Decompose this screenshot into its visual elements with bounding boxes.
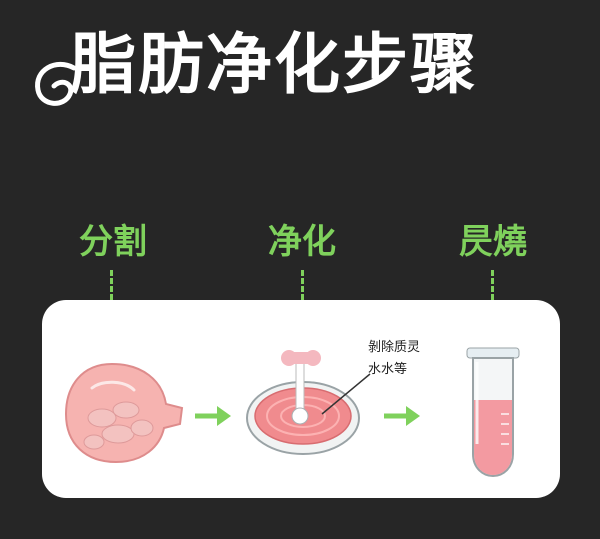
step-label-split: 分割 <box>79 222 147 262</box>
fat-tissue-sac-icon <box>64 362 184 464</box>
step-label-third: 昃燒 <box>459 222 527 262</box>
step-label-purify: 净化 <box>268 222 336 262</box>
annotation-line-2: 水水等 <box>368 362 408 377</box>
dashed-line-3 <box>491 270 494 316</box>
arrow-right-1-icon <box>195 406 231 426</box>
dashed-line-2 <box>301 270 304 316</box>
title-area: 脂肪净化步骤 <box>0 0 600 130</box>
page-title: 脂肪净化步骤 <box>70 25 478 103</box>
test-tube-icon <box>466 347 520 478</box>
annotation-line-1: 剝除质灵 <box>368 340 421 355</box>
swirl-decoration-icon <box>35 61 77 106</box>
arrow-right-2-icon <box>384 406 420 426</box>
dashed-line-1 <box>110 270 113 316</box>
annotation-pointer <box>321 373 371 415</box>
washing-dish-icon <box>246 350 360 455</box>
